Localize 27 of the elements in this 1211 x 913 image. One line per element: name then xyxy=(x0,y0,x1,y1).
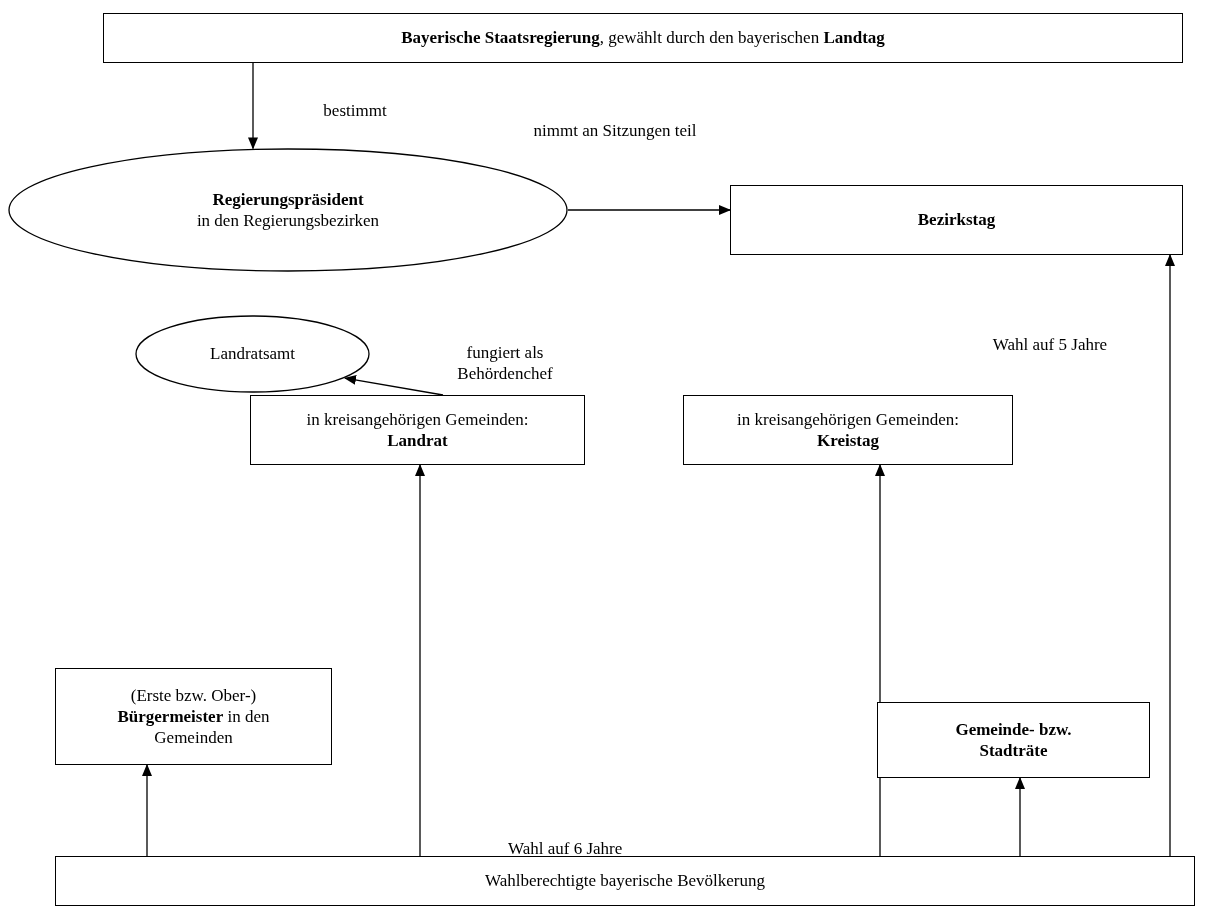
node-text: Wahlberechtigte bayerische Bevölkerung xyxy=(485,870,765,892)
note-label: Wahl auf 6 Jahre xyxy=(508,840,623,857)
district-office-ellipse xyxy=(135,315,370,393)
council-box xyxy=(877,702,1150,778)
arrow xyxy=(1165,254,1175,857)
president-ellipse xyxy=(8,148,568,272)
arrow xyxy=(142,764,152,857)
node-text: in den Regierungsbezirken xyxy=(196,210,380,232)
arrow xyxy=(567,205,731,215)
arrow xyxy=(1015,777,1025,857)
node-text: Landratsamt xyxy=(210,343,295,365)
node-text: in kreisangehörigen Gemeinden: Kreistag xyxy=(736,408,960,452)
arrow xyxy=(415,464,425,857)
district-administrator-box xyxy=(250,395,585,465)
government-box xyxy=(103,13,1183,63)
arrow xyxy=(344,375,444,396)
node-text: Gemeinde- bzw. Stadträte xyxy=(954,718,1073,762)
electorate-box xyxy=(55,856,1195,906)
arrow xyxy=(248,62,258,150)
node-text: Regierungspräsident xyxy=(212,188,364,210)
node-text: in kreisangehörigen Gemeinden: Landrat xyxy=(305,408,530,452)
node-text: (Erste bzw. Ober-) Bürgermeister in den Gemeinden xyxy=(116,684,271,749)
district-assembly-box xyxy=(730,185,1183,255)
node-text: Bayerische Staatsregierung, gewählt durch den bayerischen Landtag xyxy=(401,27,885,49)
mayor-box xyxy=(55,668,332,765)
node-text: Bezirkstag xyxy=(917,209,996,231)
district-council-box xyxy=(683,395,1013,465)
